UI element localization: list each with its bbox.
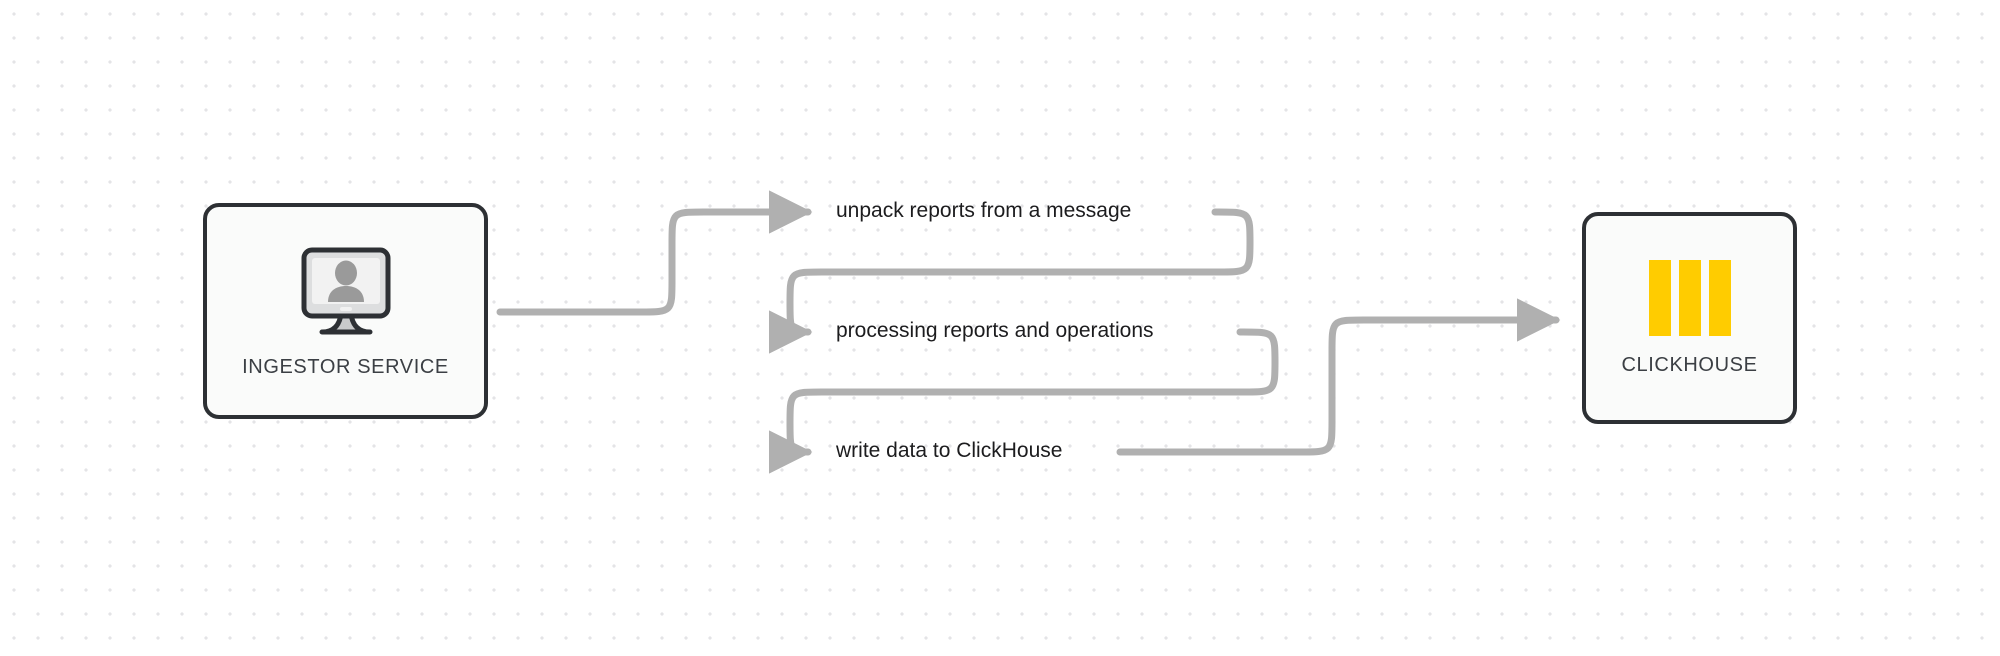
monitor-user-icon — [292, 244, 400, 340]
node-ingestor-service[interactable]: INGESTOR SERVICE — [203, 203, 488, 419]
edge-write-to-clickhouse — [1116, 298, 1561, 456]
clickhouse-bars-icon — [1643, 259, 1737, 336]
edge-unpack-to-processing — [768, 208, 1254, 354]
edge-ingestor-to-unpack — [496, 190, 813, 316]
edge-label-write: write data to ClickHouse — [836, 439, 1063, 462]
edge-label-processing: processing reports and operations — [836, 319, 1154, 342]
node-clickhouse-label: CLICKHOUSE — [1621, 353, 1758, 376]
edge-processing-to-write — [768, 328, 1279, 474]
node-clickhouse[interactable]: CLICKHOUSE — [1582, 212, 1797, 424]
node-ingestor-label: INGESTOR SERVICE — [242, 355, 449, 378]
edge-label-unpack: unpack reports from a message — [836, 199, 1132, 222]
